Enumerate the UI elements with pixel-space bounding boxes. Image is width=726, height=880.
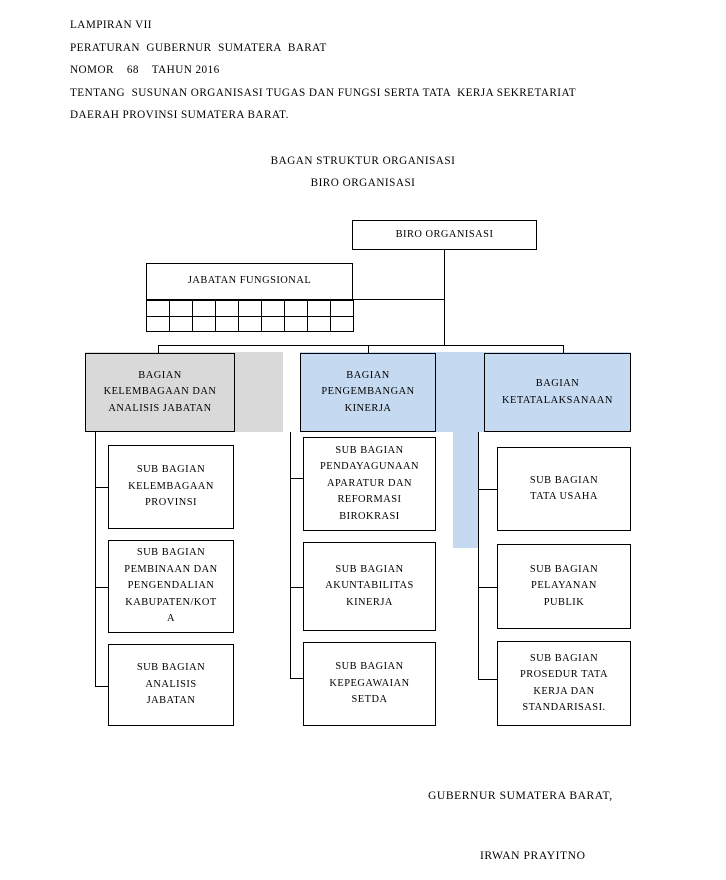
header-line-tentang: TENTANG SUSUNAN ORGANISASI TUGAS DAN FUN… [70, 86, 577, 99]
connector-division-drop-middle [368, 345, 369, 353]
org-box-label: BIRO ORGANISASI [395, 228, 494, 240]
jabatan-fungsional-grid-cell[interactable] [238, 315, 262, 332]
org-box-subbagian-pembinaan-pengendalian[interactable]: SUB BAGIAN PEMBINAAN DAN PENGENDALIAN KA… [108, 540, 234, 633]
jabatan-fungsional-grid-row [146, 315, 354, 332]
connector-stub-right-3 [478, 679, 498, 680]
connector-stub-left-1 [95, 487, 109, 488]
connector-stub-middle-1 [290, 478, 304, 479]
jabatan-fungsional-grid-cell[interactable] [169, 315, 193, 332]
org-box-subbagian-analisis-jabatan[interactable]: SUB BAGIAN ANALISIS JABATAN [108, 644, 234, 726]
jabatan-fungsional-grid-cell[interactable] [261, 315, 285, 332]
chart-title-secondary: BIRO ORGANISASI [310, 177, 416, 189]
org-box-subbagian-tata-usaha[interactable]: SUB BAGIAN TATA USAHA [497, 447, 631, 531]
org-box-subbagian-kepegawaian-setda[interactable]: SUB BAGIAN KEPEGAWAIAN SETDA [303, 642, 436, 726]
org-box-label: SUB BAGIAN TATA USAHA [529, 474, 599, 503]
org-box-label: SUB BAGIAN KELEMBAGAAN PROVINSI [128, 464, 214, 509]
signature-title: GUBERNUR SUMATERA BARAT, [428, 789, 613, 802]
org-box-label: SUB BAGIAN PELAYANAN PUBLIK [529, 563, 599, 608]
org-box-subbagian-prosedur-tata-kerja[interactable]: SUB BAGIAN PROSEDUR TATA KERJA DAN STAND… [497, 641, 631, 726]
jabatan-fungsional-grid-cell[interactable] [330, 300, 354, 317]
connector-trunk-left [95, 432, 96, 686]
jabatan-fungsional-grid-cell[interactable] [284, 300, 308, 317]
org-box-bagian-pengembangan-kinerja[interactable]: BAGIAN PENGEMBANGAN KINERJA [300, 353, 436, 432]
org-box-label: BAGIAN KETATALAKSANAAN [502, 378, 613, 406]
connector-division-drop-left [158, 345, 159, 353]
connector-stub-left-3 [95, 686, 109, 687]
connector-stub-left-2 [95, 587, 109, 588]
signature-name: IRWAN PRAYITNO [480, 849, 586, 862]
org-box-biro-organisasi[interactable]: BIRO ORGANISASI [352, 220, 537, 250]
org-box-bagian-ketatalaksanaan[interactable]: BAGIAN KETATALAKSANAAN [484, 353, 631, 432]
header-line-peraturan: PERATURAN GUBERNUR SUMATERA BARAT [70, 41, 327, 54]
org-box-label: JABATAN FUNGSIONAL [187, 275, 312, 287]
org-box-label: SUB BAGIAN PEMBINAAN DAN PENGENDALIAN KA… [124, 547, 218, 625]
jabatan-fungsional-grid-cell[interactable] [238, 300, 262, 317]
header-line-lampiran: LAMPIRAN VII [70, 19, 152, 31]
connector-functional-horizontal [352, 299, 445, 300]
connector-trunk-right [478, 432, 479, 679]
document-header: LAMPIRAN VII PERATURAN GUBERNUR SUMATERA… [70, 14, 690, 127]
org-box-subbagian-pendayagunaan-aparatur[interactable]: SUB BAGIAN PENDAYAGUNAAN APARATUR DAN RE… [303, 437, 436, 531]
org-box-label: SUB BAGIAN PENDAYAGUNAAN APARATUR DAN RE… [319, 444, 420, 522]
jabatan-fungsional-grid-cell[interactable] [192, 300, 216, 317]
connector-division-drop-right [563, 345, 564, 353]
org-box-label: SUB BAGIAN AKUNTABILITAS KINERJA [325, 563, 414, 608]
connector-trunk-middle [290, 432, 291, 678]
jabatan-fungsional-grid-cell[interactable] [215, 300, 239, 317]
jabatan-fungsional-grid-cell[interactable] [261, 300, 285, 317]
connector-stub-middle-2 [290, 587, 304, 588]
jabatan-fungsional-grid-cell[interactable] [215, 315, 239, 332]
org-box-label: SUB BAGIAN ANALISIS JABATAN [136, 662, 206, 707]
jabatan-fungsional-grid-row [146, 300, 354, 317]
org-box-label: BAGIAN PENGEMBANGAN KINERJA [321, 369, 415, 414]
jabatan-fungsional-grid-cell[interactable] [307, 300, 331, 317]
org-box-subbagian-akuntabilitas-kinerja[interactable]: SUB BAGIAN AKUNTABILITAS KINERJA [303, 542, 436, 631]
jabatan-fungsional-grid-cell[interactable] [192, 315, 216, 332]
org-box-bagian-kelembagaan[interactable]: BAGIAN KELEMBAGAAN DAN ANALISIS JABATAN [85, 353, 235, 432]
jabatan-fungsional-grid [146, 300, 354, 332]
connector-stub-right-1 [478, 489, 498, 490]
connector-division-bus [158, 345, 564, 346]
org-box-label: BAGIAN KELEMBAGAAN DAN ANALISIS JABATAN [103, 369, 217, 414]
shade-region-blue-strip [453, 432, 478, 548]
connector-stub-right-2 [478, 587, 498, 588]
header-line-daerah: DAERAH PROVINSI SUMATERA BARAT. [70, 109, 289, 122]
jabatan-fungsional-grid-cell[interactable] [307, 315, 331, 332]
org-box-label: SUB BAGIAN KEPEGAWAIAN SETDA [329, 661, 410, 706]
jabatan-fungsional-grid-cell[interactable] [284, 315, 308, 332]
connector-root-vertical [444, 249, 445, 346]
jabatan-fungsional-grid-cell[interactable] [169, 300, 193, 317]
org-box-label: SUB BAGIAN PROSEDUR TATA KERJA DAN STAND… [519, 652, 609, 714]
org-box-subbagian-pelayanan-publik[interactable]: SUB BAGIAN PELAYANAN PUBLIK [497, 544, 631, 629]
jabatan-fungsional-grid-cell[interactable] [146, 315, 170, 332]
org-box-subbagian-kelembagaan-provinsi[interactable]: SUB BAGIAN KELEMBAGAAN PROVINSI [108, 445, 234, 529]
jabatan-fungsional-grid-cell[interactable] [146, 300, 170, 317]
connector-stub-middle-3 [290, 678, 304, 679]
jabatan-fungsional-grid-cell[interactable] [330, 315, 354, 332]
chart-title-primary: BAGAN STRUKTUR ORGANISASI [270, 155, 456, 167]
header-line-nomor: NOMOR 68 TAHUN 2016 [70, 64, 220, 77]
org-box-jabatan-fungsional[interactable]: JABATAN FUNGSIONAL [146, 263, 353, 300]
